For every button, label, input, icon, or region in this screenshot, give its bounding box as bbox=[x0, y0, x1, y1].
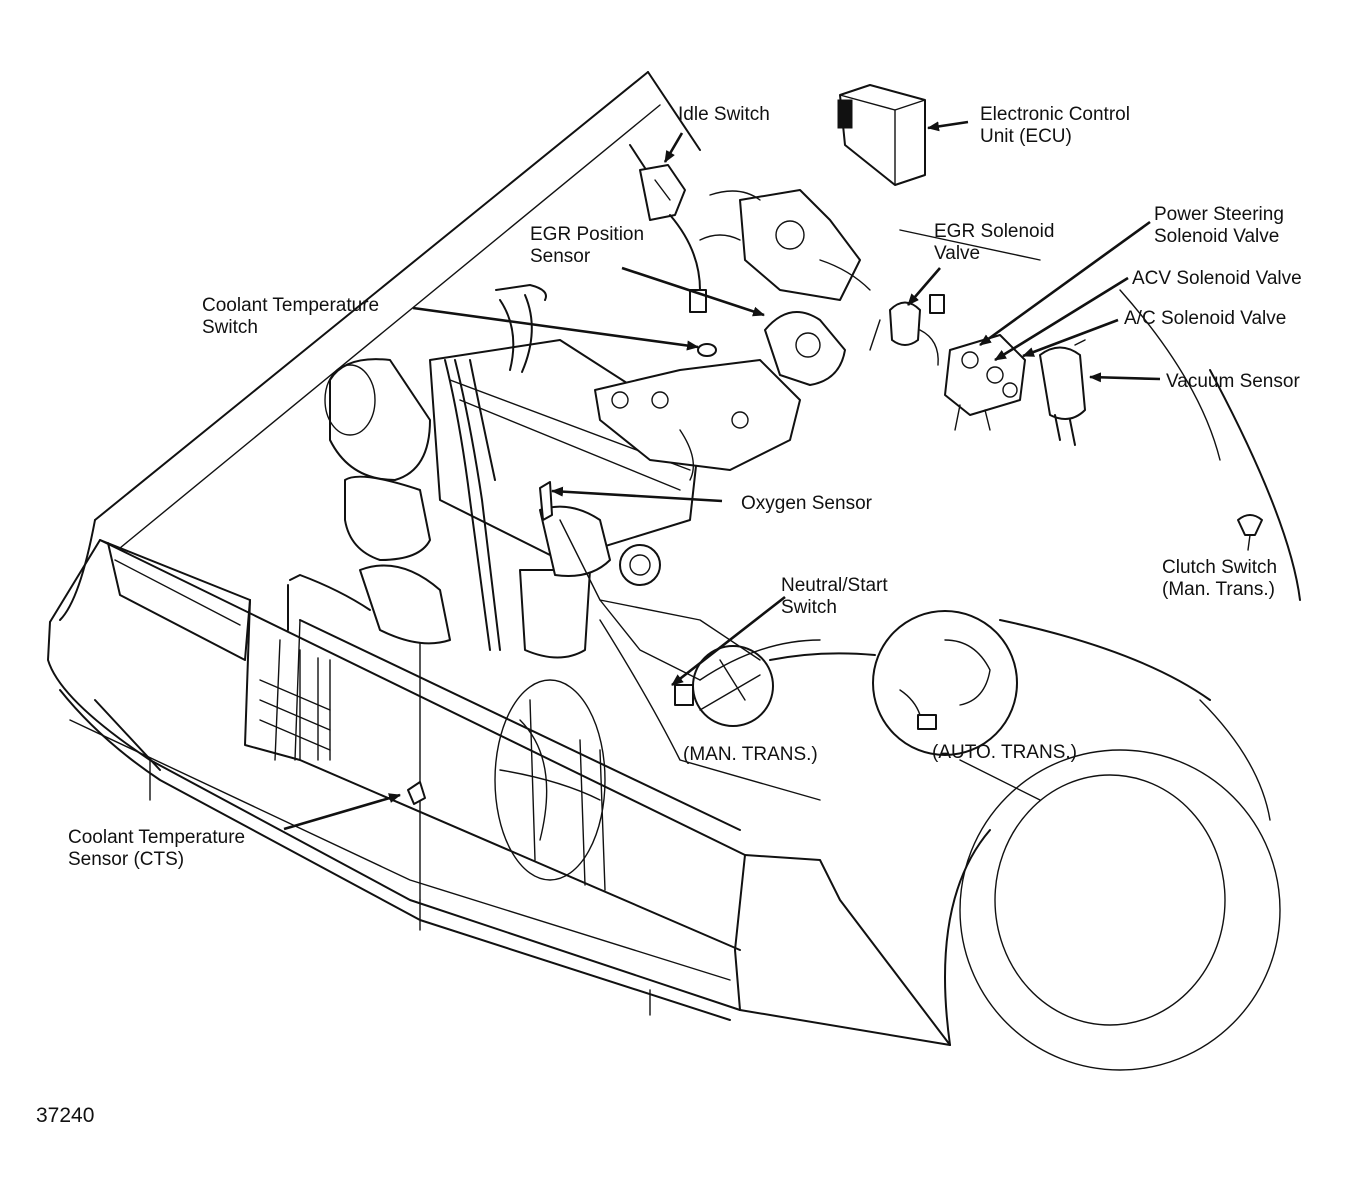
hood-outline bbox=[59, 71, 1301, 621]
front-fascia bbox=[47, 539, 951, 1046]
label-ecu-line2: Unit (ECU) bbox=[980, 126, 1072, 147]
label-ac-solenoid-valve: A/C Solenoid Valve bbox=[1124, 308, 1287, 329]
clutch-switch-part bbox=[1237, 514, 1263, 551]
auto-trans-callout bbox=[872, 610, 1018, 756]
figure-number: 37240 bbox=[36, 1104, 95, 1127]
label-oxygen-sensor: Oxygen Sensor bbox=[741, 493, 872, 514]
vacuum-sensor-part bbox=[1039, 339, 1086, 446]
label-auto-trans: (AUTO. TRANS.) bbox=[932, 742, 1077, 763]
label-neutral-start-line2: Switch bbox=[781, 597, 837, 618]
label-egr-solenoid-valve: EGR Solenoid Valve bbox=[934, 221, 1054, 265]
label-man-trans: (MAN. TRANS.) bbox=[683, 744, 818, 765]
label-coolant-temperature-switch: Coolant Temperature Switch bbox=[202, 295, 379, 339]
label-coolant-temperature-switch-line1: Coolant Temperature bbox=[202, 295, 380, 316]
intake-manifold bbox=[594, 189, 871, 481]
label-egr-position-sensor-line2: Sensor bbox=[530, 246, 591, 267]
cts-part bbox=[407, 781, 426, 805]
ecu-part bbox=[837, 84, 926, 186]
radiator-fan bbox=[494, 679, 606, 881]
label-power-steering-solenoid-valve: Power Steering Solenoid Valve bbox=[1154, 204, 1284, 248]
label-egr-position-sensor: EGR Position Sensor bbox=[530, 224, 644, 268]
oxygen-sensor-part bbox=[539, 481, 553, 521]
label-idle-switch: Idle Switch bbox=[678, 104, 770, 125]
label-acv-solenoid-valve: ACV Solenoid Valve bbox=[1132, 268, 1302, 289]
label-cts-line2: Sensor (CTS) bbox=[68, 849, 185, 870]
label-ecu-line1: Electronic Control bbox=[980, 104, 1130, 125]
label-clutch-switch-line1: Clutch Switch bbox=[1162, 557, 1278, 578]
label-coolant-temperature-switch-line2: Switch bbox=[202, 317, 258, 338]
label-ecu: Electronic Control Unit (ECU) bbox=[980, 104, 1130, 148]
label-power-steering-line1: Power Steering bbox=[1154, 204, 1284, 225]
egr-solenoid-part bbox=[869, 294, 945, 366]
fender-and-wheel bbox=[944, 619, 1281, 1071]
man-trans-callout bbox=[674, 645, 876, 727]
label-power-steering-line2: Solenoid Valve bbox=[1154, 226, 1280, 247]
label-clutch-switch-line2: (Man. Trans.) bbox=[1162, 579, 1275, 600]
label-coolant-temperature-sensor: Coolant Temperature Sensor (CTS) bbox=[68, 827, 245, 871]
label-clutch-switch: Clutch Switch (Man. Trans.) bbox=[1162, 557, 1277, 601]
label-egr-solenoid-valve-line1: EGR Solenoid bbox=[934, 221, 1055, 242]
label-neutral-start-switch: Neutral/Start Switch bbox=[781, 575, 888, 619]
leader-arrows bbox=[283, 120, 1161, 831]
label-egr-position-sensor-line1: EGR Position bbox=[530, 224, 645, 245]
label-cts-line1: Coolant Temperature bbox=[68, 827, 246, 848]
label-egr-solenoid-valve-line2: Valve bbox=[934, 243, 981, 264]
egr-position-sensor-part bbox=[697, 343, 717, 357]
label-neutral-start-line1: Neutral/Start bbox=[781, 575, 888, 596]
label-vacuum-sensor: Vacuum Sensor bbox=[1166, 371, 1300, 392]
